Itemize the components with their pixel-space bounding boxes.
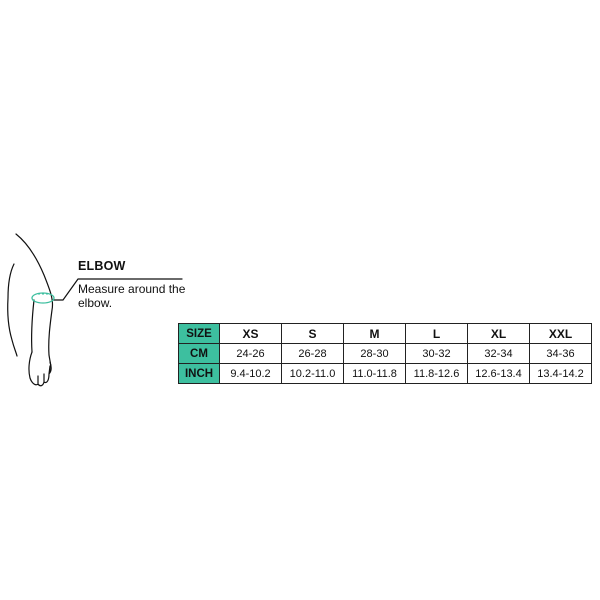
table-cell: 34-36 [529, 343, 592, 364]
table-cell: 26-28 [281, 343, 344, 364]
table-cell: 10.2-11.0 [281, 363, 344, 384]
table-row-size: SIZE XS S M L XL XXL [178, 323, 592, 344]
row-header: INCH [178, 363, 220, 384]
arm-outline-front [7, 263, 18, 357]
table-cell: 24-26 [219, 343, 282, 364]
callout-title: ELBOW [78, 259, 126, 273]
hand [28, 351, 52, 387]
table-cell: 28-30 [343, 343, 406, 364]
arm-outline-back [15, 233, 54, 373]
table-row-cm: CM 24-26 26-28 28-30 30-32 32-34 34-36 [178, 343, 592, 364]
measure-ring-icon [31, 292, 55, 304]
table-cell: 11.0-11.8 [343, 363, 406, 384]
leader-line [51, 278, 183, 301]
callout-description: Measure around the elbow. [78, 282, 186, 310]
table-cell: S [281, 323, 344, 344]
table-cell: 12.6-13.4 [467, 363, 530, 384]
table-cell: XL [467, 323, 530, 344]
table-cell: 32-34 [467, 343, 530, 364]
arm-illustration [7, 233, 183, 387]
forearm-inner [31, 299, 35, 353]
table-cell: 9.4-10.2 [219, 363, 282, 384]
table-cell: XXL [529, 323, 592, 344]
table-cell: L [405, 323, 468, 344]
table-cell: 30-32 [405, 343, 468, 364]
size-chart-table: SIZE XS S M L XL XXL CM 24-26 26-28 28-3… [178, 323, 592, 384]
table-row-inch: INCH 9.4-10.2 10.2-11.0 11.0-11.8 11.8-1… [178, 363, 592, 384]
table-cell: 11.8-12.6 [405, 363, 468, 384]
table-cell: M [343, 323, 406, 344]
row-header: CM [178, 343, 220, 364]
row-header: SIZE [178, 323, 220, 344]
table-cell: XS [219, 323, 282, 344]
table-cell: 13.4-14.2 [529, 363, 592, 384]
